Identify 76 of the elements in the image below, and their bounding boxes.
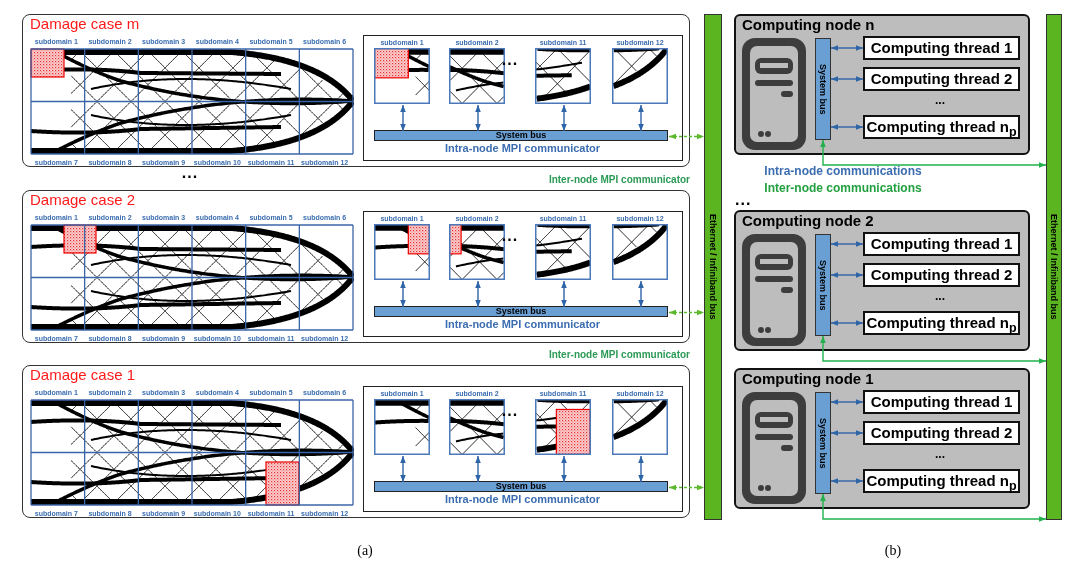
system-bus-bar: System bus <box>374 306 668 317</box>
double-arrow <box>475 455 481 483</box>
network-bus-bar: Ethernet / Infiniband bus <box>704 14 722 520</box>
dots-text: ... <box>180 164 199 182</box>
damage-case-panel <box>22 190 690 343</box>
computing-thread-box: Computing thread n$_{p}$ <box>863 115 1020 139</box>
double-arrow <box>400 104 406 132</box>
system-bus-bar: System bus <box>815 234 831 336</box>
double-arrow <box>830 320 864 326</box>
double-arrow <box>638 104 644 132</box>
double-arrow <box>830 430 864 436</box>
double-arrow <box>820 493 1047 522</box>
legend-text: Inter-node communications <box>763 182 923 196</box>
double-arrow <box>830 272 864 278</box>
double-arrow <box>830 478 864 484</box>
network-bus-bar: Ethernet / Infiniband bus <box>1046 14 1062 520</box>
double-arrow <box>475 280 481 308</box>
damage-case-panel <box>22 14 690 167</box>
double-arrow <box>830 399 864 405</box>
system-bus-bar: System bus <box>374 481 668 492</box>
dots-text: ... <box>500 227 520 245</box>
computing-thread-box: Computing thread 1 <box>863 232 1020 256</box>
bus-label: Inter-node MPI communicator <box>547 174 690 185</box>
panel-title: Computing node 1 <box>742 370 874 387</box>
subfigure-caption: (a) <box>356 543 374 559</box>
double-arrow <box>561 280 567 308</box>
communicator-panel <box>362 34 683 161</box>
subfigure-caption: (b) <box>883 543 903 559</box>
double-arrow <box>668 133 705 140</box>
panel-title: Damage case m <box>30 15 140 32</box>
system-bus-bar: System bus <box>815 38 831 140</box>
double-arrow <box>638 455 644 483</box>
communicator-panel <box>362 210 683 337</box>
computing-thread-box: Computing thread 2 <box>863 421 1020 445</box>
panel-title: Damage case 2 <box>30 191 136 208</box>
panel-caption: Intra-node MPI communicator <box>443 492 602 505</box>
double-arrow <box>475 104 481 132</box>
computing-thread-box: Computing thread 1 <box>863 36 1020 60</box>
double-arrow <box>830 76 864 82</box>
computing-node-panel <box>734 14 1030 155</box>
double-arrow <box>400 455 406 483</box>
computing-thread-box: Computing thread n$_{p}$ <box>863 311 1020 335</box>
dots-text: ... <box>500 402 520 420</box>
computing-thread-box: Computing thread 2 <box>863 263 1020 287</box>
double-arrow <box>830 45 864 51</box>
computing-node-panel <box>734 368 1030 509</box>
computing-thread-box: Computing thread 1 <box>863 390 1020 414</box>
double-arrow <box>668 309 705 316</box>
panel-caption: Intra-node MPI communicator <box>443 317 602 330</box>
double-arrow <box>668 484 705 491</box>
computing-node-panel <box>734 210 1030 351</box>
system-bus-bar: System bus <box>815 392 831 494</box>
double-arrow <box>561 104 567 132</box>
dots-text: ... <box>934 290 946 304</box>
double-arrow <box>830 124 864 130</box>
computing-thread-box: Computing thread 2 <box>863 67 1020 91</box>
double-arrow <box>638 280 644 308</box>
panel-title: Computing node n <box>742 16 875 33</box>
damage-case-panel <box>22 365 690 518</box>
panel-title: Damage case 1 <box>30 366 136 383</box>
dots-text: ... <box>934 94 946 108</box>
double-arrow <box>820 335 1047 364</box>
panel-title: Computing node 2 <box>742 212 874 229</box>
computing-thread-box: Computing thread n$_{p}$ <box>863 469 1020 493</box>
dots-text: ... <box>500 51 520 69</box>
communicator-panel <box>362 385 683 512</box>
double-arrow <box>400 280 406 308</box>
panel-caption: Intra-node MPI communicator <box>443 141 602 154</box>
system-bus-bar: System bus <box>374 130 668 141</box>
bus-label: Inter-node MPI communicator <box>547 349 690 360</box>
double-arrow <box>830 241 864 247</box>
legend-text: Intra-node communications <box>763 165 923 179</box>
dots-text: ... <box>735 191 753 209</box>
double-arrow <box>820 139 1047 168</box>
dots-text: ... <box>934 448 946 462</box>
double-arrow <box>561 455 567 483</box>
